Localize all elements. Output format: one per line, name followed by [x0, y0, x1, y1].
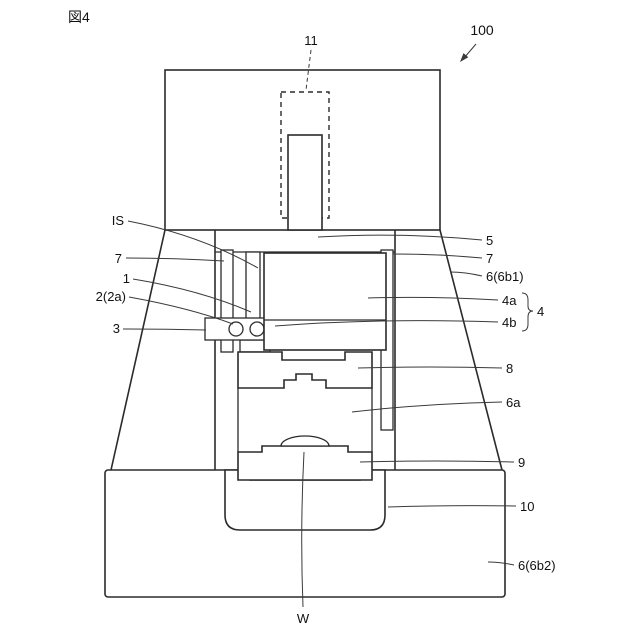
label-4: 4: [537, 304, 544, 319]
leader-7-right: [392, 253, 483, 259]
label-7-left: 7: [115, 251, 122, 266]
leader-IS: [127, 220, 259, 269]
left-slant-wall: [110, 229, 166, 471]
right-slant-wall: [439, 229, 503, 471]
leader-1: [132, 278, 252, 313]
leader-5: [317, 234, 483, 241]
leader-7-left: [125, 257, 225, 262]
leader-9: [359, 460, 515, 463]
leader-10: [387, 505, 517, 508]
label-9: 9: [518, 455, 525, 470]
arrowhead-100: [460, 53, 469, 62]
label-10: 10: [520, 499, 534, 514]
brace-4: [521, 292, 534, 332]
label-4b: 4b: [502, 315, 516, 330]
label-3: 3: [113, 321, 120, 336]
workpiece-w-dome: [280, 435, 330, 447]
leader-6a: [351, 401, 503, 413]
leader-8: [357, 366, 503, 369]
label-2: 2(2a): [96, 289, 126, 304]
leader-4a: [367, 296, 499, 301]
tool-block-4: [263, 252, 387, 351]
label-7-right: 7: [486, 251, 493, 266]
label-6b1: 6(6b1): [486, 269, 524, 284]
roller-2b: [249, 321, 265, 337]
label-4a: 4a: [502, 293, 517, 308]
label-W: W: [297, 611, 310, 626]
leader-4b: [274, 320, 499, 327]
roller-2a: [228, 321, 244, 337]
leader-3: [122, 328, 207, 331]
lower-die-9: [237, 445, 373, 481]
base-plate-10: [224, 469, 386, 531]
figure-title: 図4: [68, 9, 90, 25]
label-5: 5: [486, 233, 493, 248]
label-100: 100: [470, 22, 494, 38]
piston-rod: [287, 134, 323, 231]
label-11: 11: [304, 33, 318, 48]
leader-6b2: [487, 561, 515, 566]
upper-die-8: [237, 351, 373, 389]
label-1: 1: [123, 271, 130, 286]
leader-6b1: [449, 271, 483, 277]
label-8: 8: [506, 361, 513, 376]
label-IS: IS: [112, 213, 125, 228]
leader-W: [301, 451, 305, 608]
leader-2: [128, 296, 234, 325]
label-6b2: 6(6b2): [518, 558, 556, 573]
label-6a: 6a: [506, 395, 521, 410]
